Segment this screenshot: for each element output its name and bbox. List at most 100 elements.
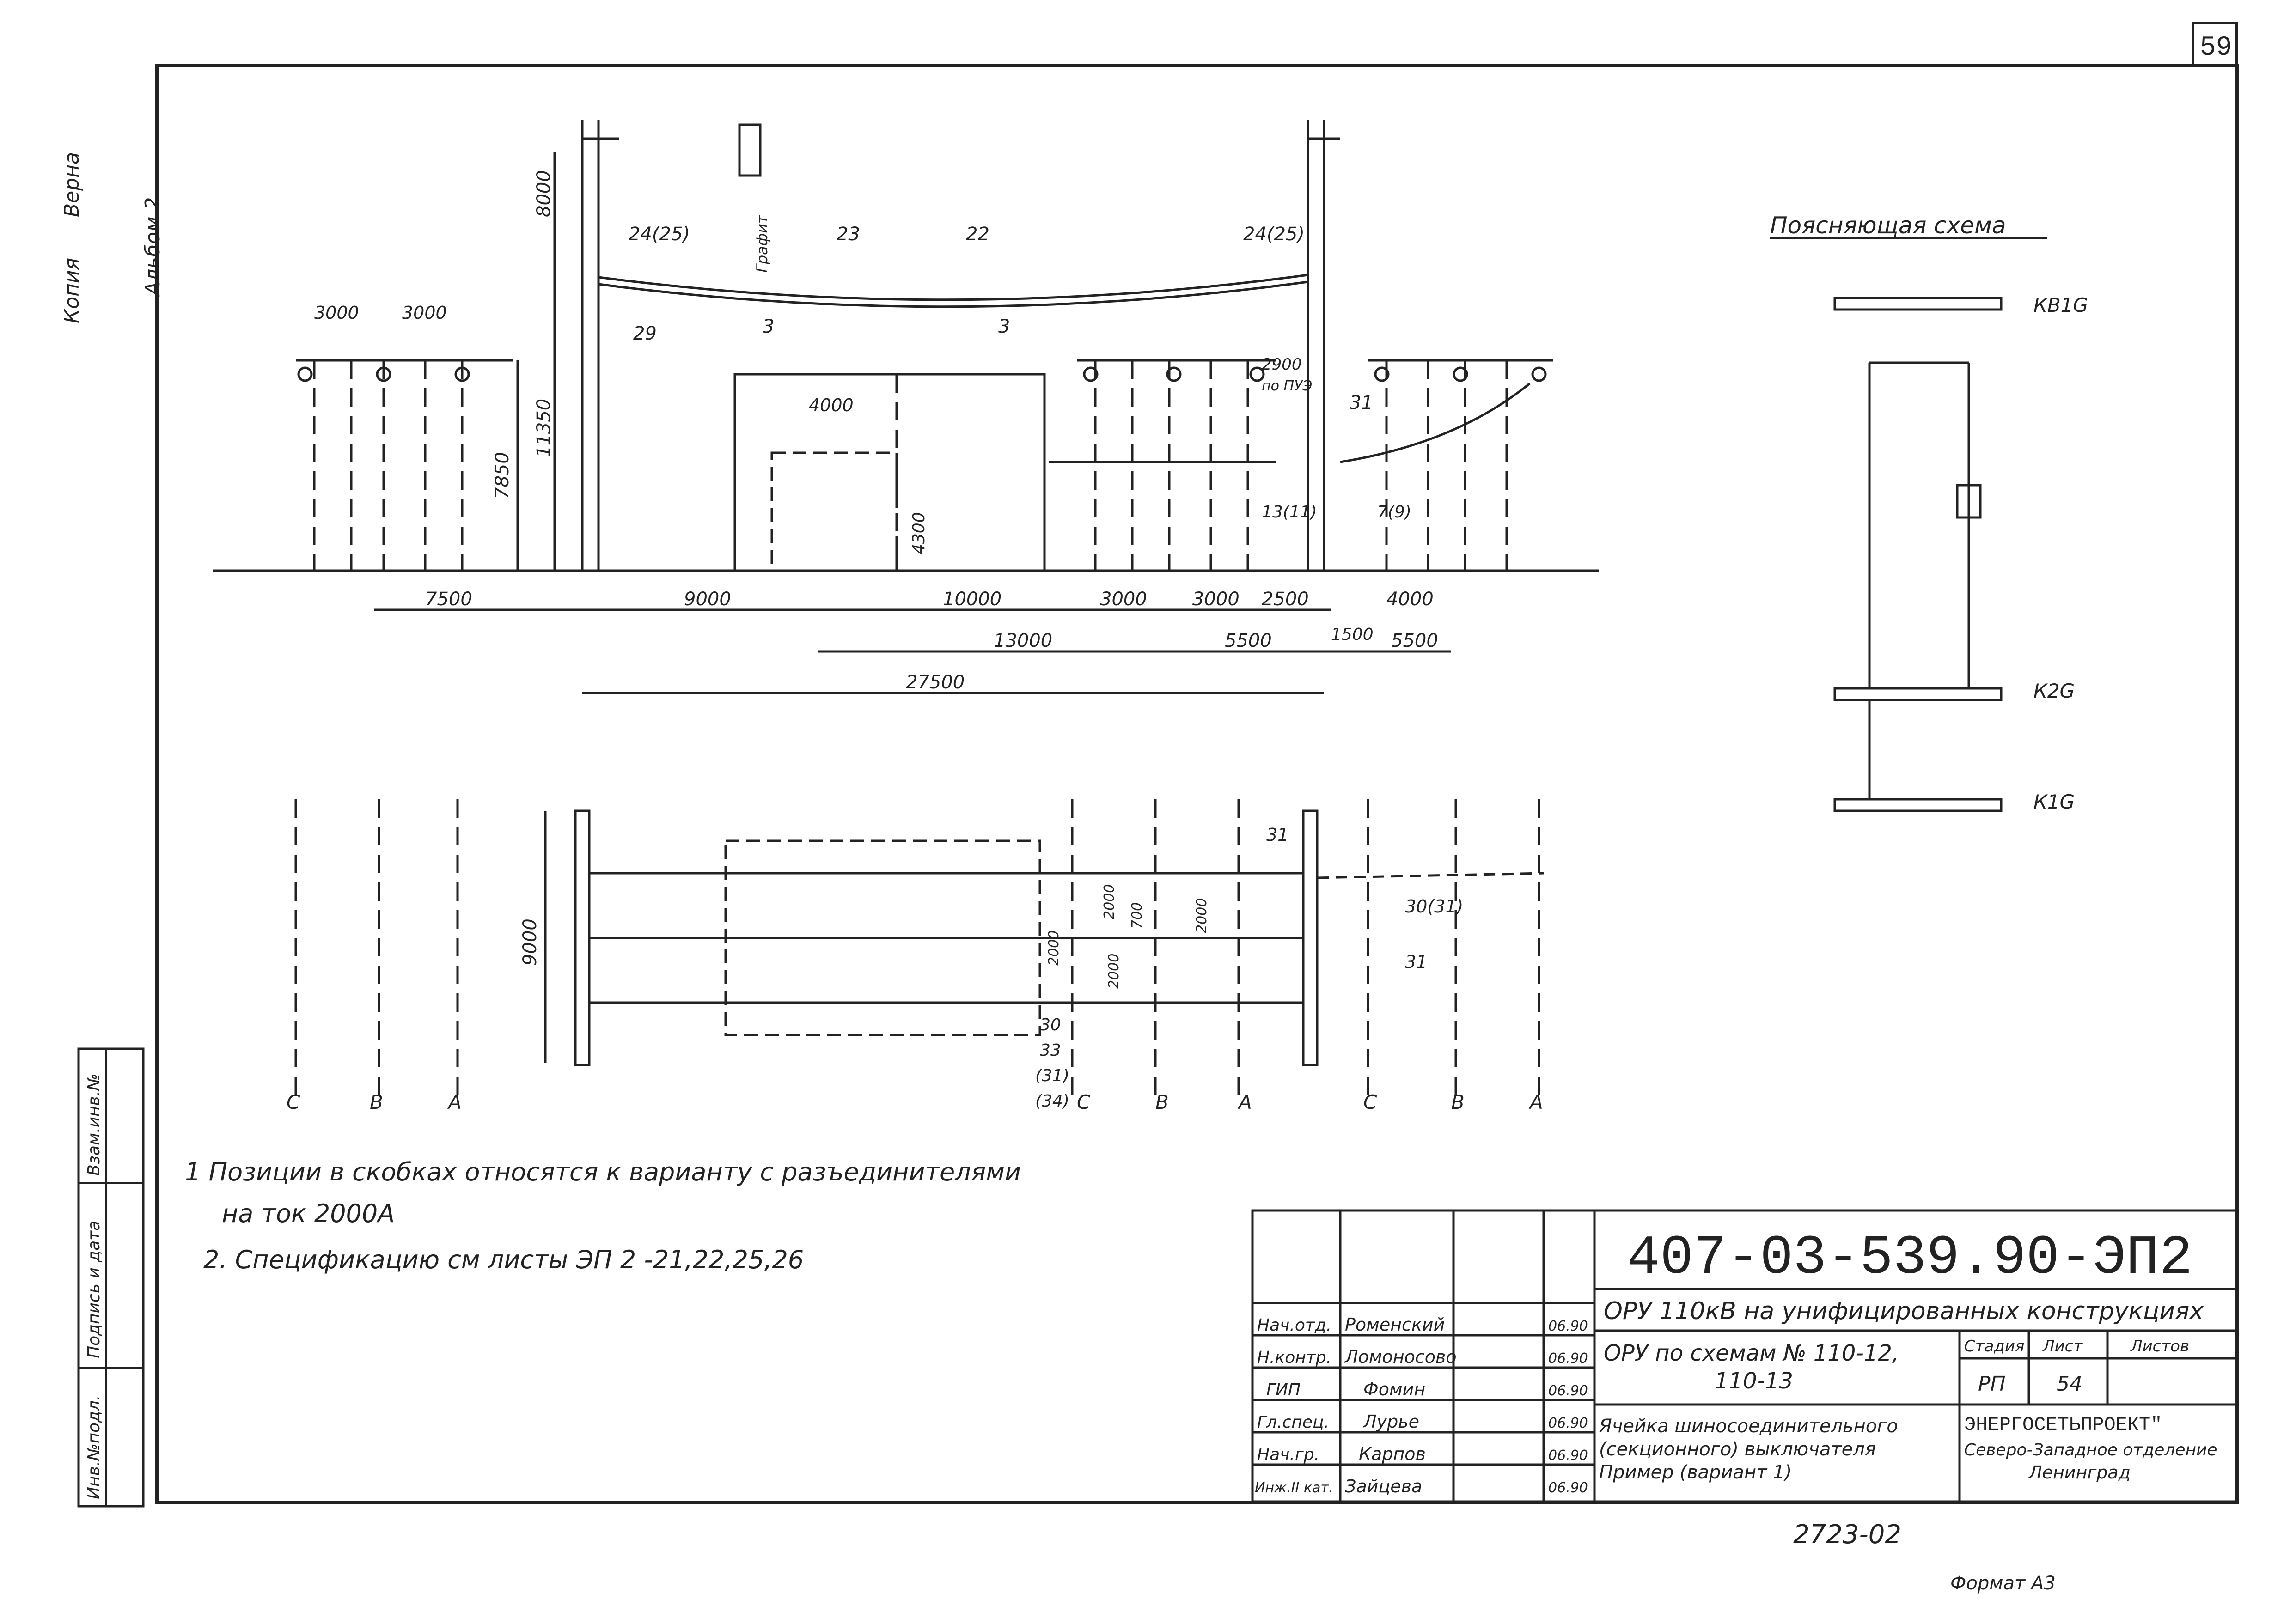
org-branch: Северо-Западное отделение [1964, 1441, 2217, 1460]
person-5-role: Нач.гр. [1257, 1445, 1319, 1464]
drawing-1: Ячейка шиносоединительного [1599, 1416, 1898, 1437]
project-title: ОРУ 110кВ на унифицированных конструкция… [1604, 1297, 2204, 1325]
phase-b-2: В [1155, 1091, 1169, 1113]
pos-24-left: 24(25) [629, 224, 690, 245]
pos-13: 13(11) [1262, 503, 1317, 522]
plan-pos-30-31: 30(31) [1405, 896, 1463, 917]
phase-c-3: С [1363, 1091, 1377, 1113]
plan-pos-30: 30 [1040, 1016, 1061, 1034]
note-1: 1 Позиции в скобках относятся к варианту… [185, 1157, 1021, 1186]
dim-width-10: 2500 [1262, 589, 1309, 610]
drawing-2: (секционного) выключателя [1599, 1439, 1876, 1460]
plan-pos-31-top: 31 [1266, 825, 1288, 845]
pos-22: 22 [966, 224, 989, 245]
dim-height-1: 8000 [533, 170, 555, 217]
sheet-value: 54 [2057, 1372, 2082, 1396]
plan-dim-5: 2000 [1046, 931, 1062, 966]
person-6-role: Инж.II кат. [1255, 1480, 1333, 1496]
doc-code: 407-03-539.90-ЭП2 [1627, 1227, 2192, 1290]
phase-b-3: В [1451, 1091, 1465, 1113]
phase-a-2: А [1237, 1091, 1252, 1113]
phase-a-1: А [447, 1091, 462, 1113]
pos-7: 7(9) [1377, 503, 1411, 522]
subtitle-2: 110-13 [1715, 1368, 1793, 1394]
elevation-view [213, 120, 1599, 694]
dim-width-16: 27500 [906, 672, 965, 693]
dim-width-2: 3000 [402, 303, 447, 323]
person-3-name: Фомин [1363, 1379, 1425, 1399]
dim-height-3: 7850 [492, 452, 513, 499]
pos-24-right: 24(25) [1243, 224, 1305, 245]
bus-k2g [1833, 687, 2003, 701]
phase-a-3: А [1528, 1091, 1543, 1113]
bus-k1g-label: К1G [2033, 791, 2075, 813]
plan-pos-31-bottom: 31 [1405, 952, 1427, 972]
dim-width-15: 5500 [1391, 630, 1438, 651]
plan-dim-3: 700 [1129, 902, 1145, 929]
plan-pos-34: (34) [1035, 1092, 1069, 1111]
plan-dim-9000: 9000 [519, 918, 541, 966]
dim-width-6: 9000 [684, 589, 731, 610]
plan-pos-33: 33 [1040, 1041, 1061, 1060]
person-2-name: Ломоносово [1344, 1347, 1457, 1367]
note-2: 2. Спецификацию см листы ЭП 2 -21,22,25,… [203, 1245, 804, 1274]
sheets-header: Листов [2130, 1337, 2189, 1356]
phase-c-2: С [1077, 1091, 1091, 1113]
person-3-date: 06.90 [1548, 1383, 1588, 1399]
dim-width-8: 3000 [1100, 589, 1147, 610]
note-1-cont: на ток 2000А [222, 1199, 395, 1228]
person-1-role: Нач.отд. [1257, 1316, 1331, 1335]
phase-c-1: С [287, 1091, 300, 1113]
dim-width-11: 4000 [1386, 589, 1434, 610]
pos-3-right: 3 [998, 316, 1010, 337]
dim-width-12: 13000 [994, 630, 1052, 651]
dim-height-2: 11350 [533, 399, 555, 457]
person-2-role: Н.контр. [1257, 1348, 1331, 1367]
phase-b-1: В [370, 1091, 383, 1113]
person-5-name: Карпов [1359, 1444, 1426, 1464]
dim-width-13: 5500 [1225, 630, 1272, 651]
sheet-header: Лист [2042, 1337, 2083, 1356]
dim-width-3: 4000 [809, 395, 854, 415]
plan-labels: 9000 2000 700 2000 2000 2000 31 30(31) 3… [287, 825, 1543, 1113]
bus-k2g-label: К2G [2033, 680, 2075, 702]
person-4-role: Гл.спец. [1257, 1413, 1329, 1432]
dim-width-14: 1500 [1331, 625, 1374, 644]
plan-dim-6: 2000 [1106, 954, 1122, 989]
subtitle-1: ОРУ по схемам № 110-12, [1604, 1340, 1899, 1366]
dim-height-4: 4300 [910, 512, 928, 554]
dim-width-4: 2900 [1262, 355, 1302, 374]
stage-value: РП [1978, 1372, 2006, 1396]
person-2-date: 06.90 [1548, 1350, 1588, 1367]
stamp-sign: Подпись и дата [85, 1221, 104, 1358]
scheme-title: Поясняющая схема [1770, 212, 2006, 239]
bus-k1g [1833, 798, 2003, 812]
plan-view [294, 799, 1544, 1095]
stamp-inv: Инв.№подл. [85, 1395, 104, 1499]
plan-pos-31b: (31) [1035, 1066, 1069, 1085]
plan-dim-2: 2000 [1101, 884, 1117, 919]
graphite-label: Графит [753, 214, 771, 273]
dim-width-5: 7500 [425, 589, 472, 610]
footer-code: 2723-02 [1793, 1520, 1901, 1550]
sheet-number-box [2192, 22, 2238, 67]
person-1-name: Роменский [1345, 1314, 1445, 1335]
format-label: Формат А3 [1950, 1573, 2056, 1594]
dim-width-9: 3000 [1192, 589, 1240, 610]
pos-3-left: 3 [763, 316, 774, 337]
stamp-repl: Взам.инв.№ [85, 1073, 104, 1176]
pos-31: 31 [1350, 392, 1373, 414]
stage-header: Стадия [1964, 1337, 2024, 1356]
drawing-3: Пример (вариант 1) [1599, 1462, 1792, 1483]
margin-album: Альбом 2 [141, 197, 165, 297]
sheet-number: 59 [2200, 33, 2232, 63]
org-city: Ленинград [2028, 1462, 2131, 1483]
title-block-text: 407-03-539.90-ЭП2 ОРУ 110кВ на унифициро… [1255, 1227, 2217, 1496]
sheet-frame [155, 64, 2239, 1504]
dim-width-1: 3000 [314, 303, 359, 323]
dim-plus: по ПУЭ [1262, 378, 1312, 394]
margin-copy: Копия [60, 258, 84, 323]
margin-verified: Верна [60, 152, 84, 217]
pos-29: 29 [633, 323, 657, 344]
